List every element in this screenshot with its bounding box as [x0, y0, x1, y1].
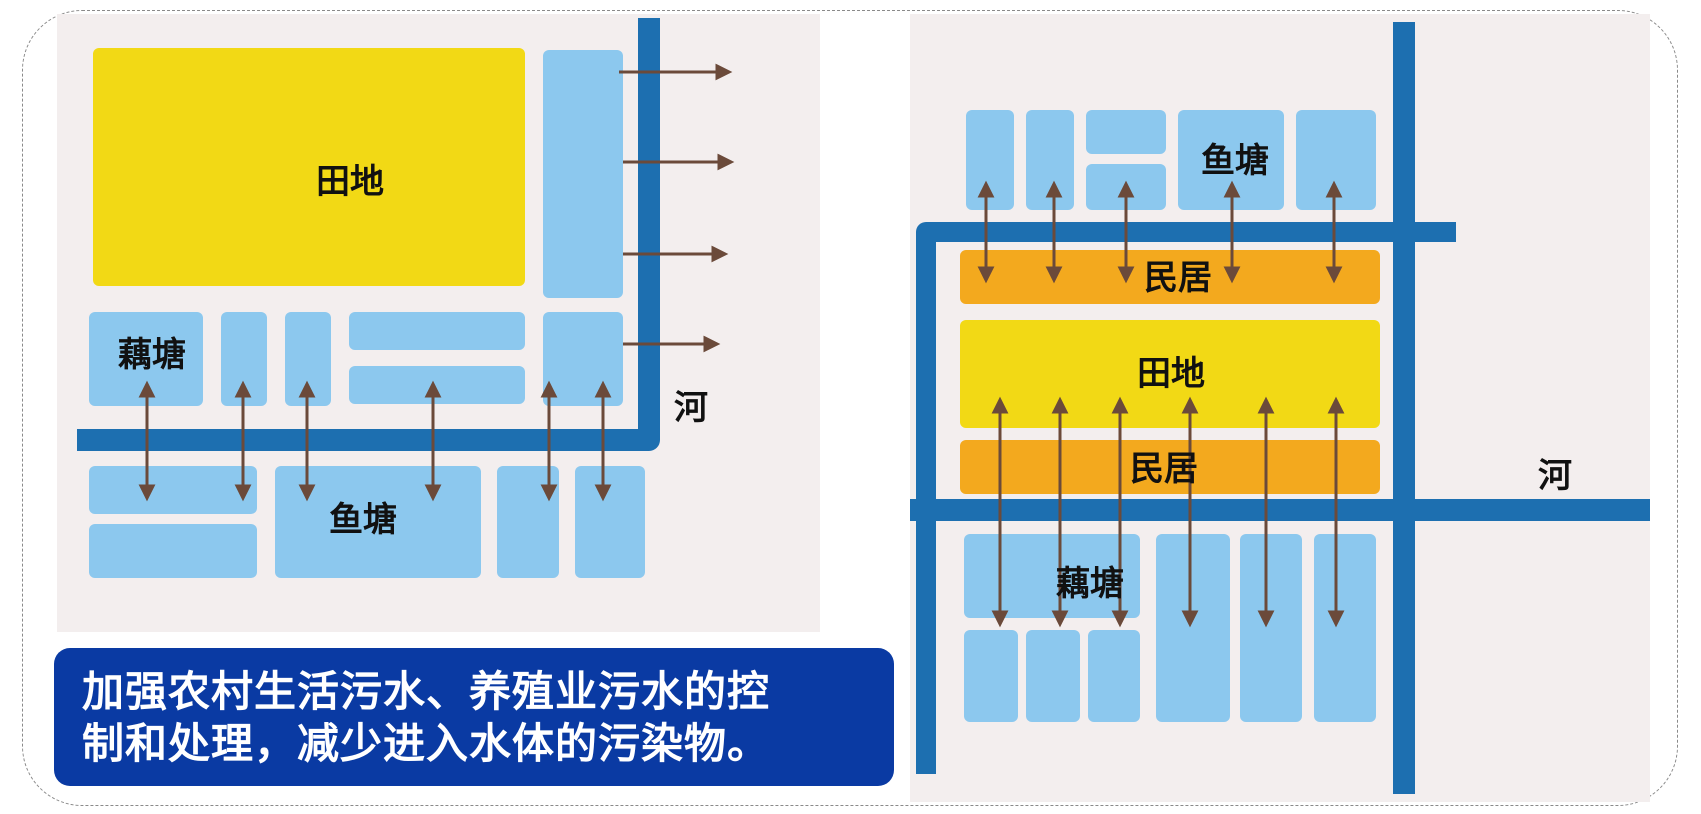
pond-block — [966, 110, 1014, 210]
outer-dashed-frame — [22, 10, 1678, 806]
field-label: 田地 — [316, 162, 384, 202]
pond-block — [221, 312, 267, 406]
pond-block — [543, 312, 623, 406]
pond-block — [964, 630, 1018, 722]
pond-block — [1088, 630, 1140, 722]
pond-block — [1156, 534, 1230, 722]
exchange-arrows — [138, 380, 612, 502]
pond-block — [1086, 110, 1166, 154]
field-block — [960, 320, 1380, 428]
fish-pond-label: 鱼塘 — [1201, 141, 1269, 181]
right-diagram: 鱼塘 民居 田地 民居 河 藕塘 — [910, 14, 1650, 802]
caption-line-2: 制和处理，减少进入水体的污染物。 — [82, 719, 771, 768]
caption-box: 加强农村生活污水、养殖业污水的控 制和处理，减少进入水体的污染物。 — [54, 648, 894, 786]
caption-line-1: 加强农村生活污水、养殖业污水的控 — [82, 667, 771, 716]
pond-block — [543, 50, 623, 298]
fish-pond-label: 鱼塘 — [329, 500, 397, 540]
river — [916, 222, 1456, 774]
residence-top-label: 民居 — [1144, 258, 1212, 298]
pond-block — [89, 312, 203, 406]
pond-block — [1026, 110, 1074, 210]
pond-block — [1026, 630, 1080, 722]
pond-block — [1240, 534, 1302, 722]
pond-block — [497, 466, 559, 578]
pond-block — [1296, 110, 1376, 210]
pond-block — [1314, 534, 1376, 722]
river — [77, 18, 660, 451]
pond-block — [349, 366, 525, 404]
residence-block — [960, 250, 1380, 304]
river-label: 河 — [1538, 456, 1572, 496]
left-diagram-canvas — [77, 18, 735, 578]
lotus-pond-label: 藕塘 — [1056, 564, 1124, 604]
pond-block — [575, 466, 645, 578]
residence-block — [960, 440, 1380, 494]
left-diagram: 田地 藕塘 鱼塘 河 — [57, 14, 820, 632]
pond-block — [285, 312, 331, 406]
exchange-arrows — [977, 180, 1345, 628]
right-diagram-canvas — [910, 22, 1650, 794]
outflow-arrows — [619, 63, 735, 353]
field-block — [93, 48, 525, 286]
lotus-pond-label: 藕塘 — [118, 335, 186, 375]
pond-block — [1178, 110, 1284, 210]
pond-block — [964, 534, 1140, 618]
field-label: 田地 — [1137, 354, 1205, 394]
residence-bottom-label: 民居 — [1130, 449, 1198, 489]
pond-block — [89, 524, 257, 578]
pond-block — [89, 466, 257, 514]
pond-block — [349, 312, 525, 350]
river-label: 河 — [674, 388, 708, 428]
